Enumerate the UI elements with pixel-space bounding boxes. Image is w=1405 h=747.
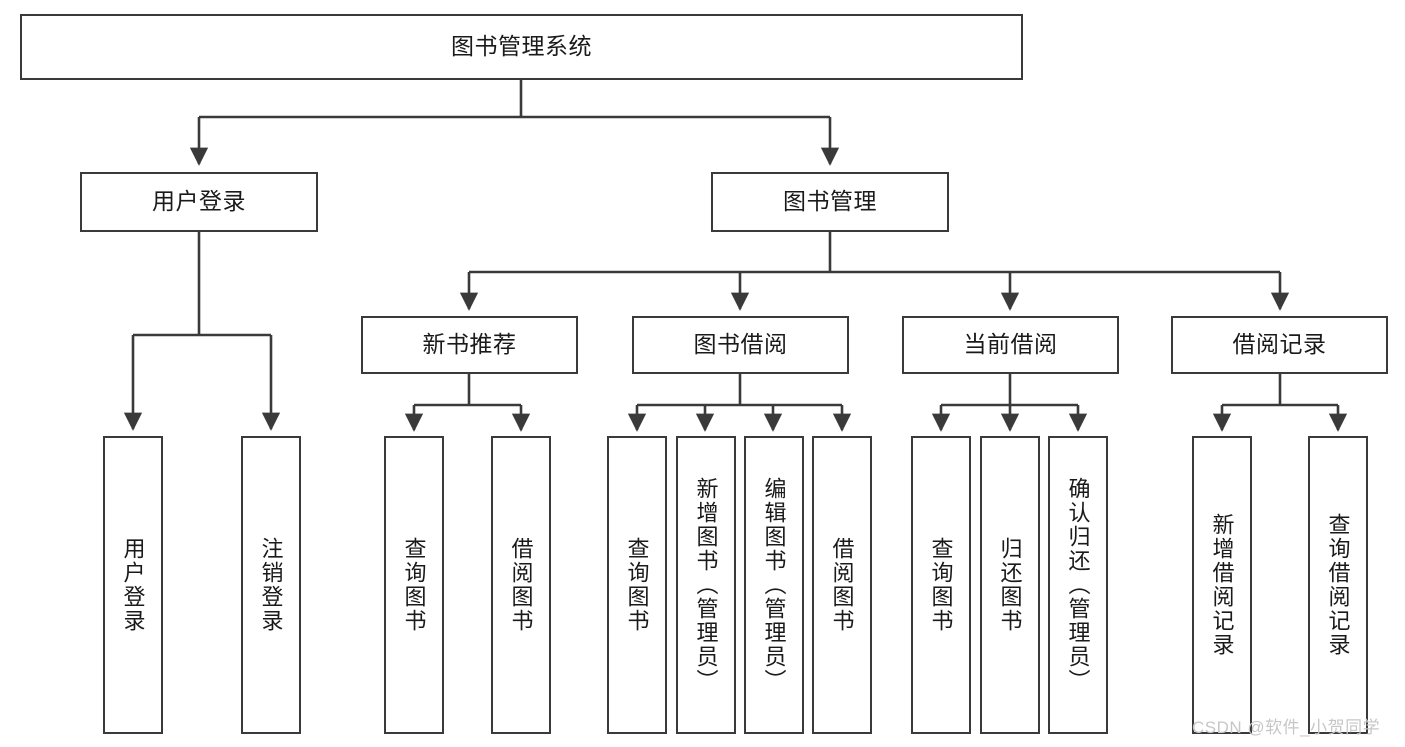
leaf-current-query-book-label: 查询图书 — [928, 537, 954, 633]
leaf-user-login-signout-label: 注销登录 — [258, 537, 284, 633]
leaf-borrow-borrow-book[interactable]: 借阅图书 — [812, 436, 872, 734]
node-book-borrow-label: 图书借阅 — [693, 331, 788, 358]
leaf-borrow-add-book[interactable]: 新增图书（管理员） — [676, 436, 736, 734]
leaf-borrow-query-book-label: 查询图书 — [624, 537, 650, 633]
leaf-borrow-edit-book[interactable]: 编辑图书（管理员） — [744, 436, 804, 734]
leaf-current-confirm-return-label: 确认归还（管理员） — [1065, 477, 1091, 693]
leaf-record-query-record-label: 查询借阅记录 — [1325, 513, 1351, 657]
node-book-management[interactable]: 图书管理 — [711, 172, 949, 232]
leaf-current-return-book-label: 归还图书 — [997, 537, 1023, 633]
leaf-user-login-signout[interactable]: 注销登录 — [241, 436, 301, 734]
leaf-record-add-record-label: 新增借阅记录 — [1209, 513, 1235, 657]
leaf-record-add-record[interactable]: 新增借阅记录 — [1192, 436, 1252, 734]
leaf-borrow-query-book[interactable]: 查询图书 — [607, 436, 667, 734]
node-user-login[interactable]: 用户登录 — [80, 172, 318, 232]
node-borrow-record-label: 借阅记录 — [1232, 331, 1327, 358]
leaf-recommend-query-book[interactable]: 查询图书 — [384, 436, 444, 734]
leaf-recommend-borrow-book-label: 借阅图书 — [508, 537, 534, 633]
leaf-borrow-edit-book-label: 编辑图书（管理员） — [761, 477, 787, 693]
leaf-recommend-borrow-book[interactable]: 借阅图书 — [491, 436, 551, 734]
node-borrow-record[interactable]: 借阅记录 — [1171, 316, 1388, 374]
node-root-label: 图书管理系统 — [451, 33, 592, 60]
leaf-user-login-signin[interactable]: 用户登录 — [103, 436, 163, 734]
leaf-record-query-record[interactable]: 查询借阅记录 — [1308, 436, 1368, 734]
node-current-borrow[interactable]: 当前借阅 — [902, 316, 1119, 374]
node-new-book-recommend-label: 新书推荐 — [422, 331, 517, 358]
leaf-borrow-borrow-book-label: 借阅图书 — [829, 537, 855, 633]
node-current-borrow-label: 当前借阅 — [963, 331, 1058, 358]
node-user-login-label: 用户登录 — [152, 188, 246, 215]
leaf-current-query-book[interactable]: 查询图书 — [911, 436, 971, 734]
node-root[interactable]: 图书管理系统 — [20, 14, 1023, 80]
node-book-borrow[interactable]: 图书借阅 — [632, 316, 849, 374]
node-book-management-label: 图书管理 — [783, 188, 877, 215]
leaf-current-confirm-return[interactable]: 确认归还（管理员） — [1048, 436, 1108, 734]
leaf-current-return-book[interactable]: 归还图书 — [980, 436, 1040, 734]
csdn-watermark: CSDN @软件_小贺同学 — [1192, 718, 1381, 737]
leaf-recommend-query-book-label: 查询图书 — [401, 537, 427, 633]
leaf-borrow-add-book-label: 新增图书（管理员） — [693, 477, 719, 693]
leaf-user-login-signin-label: 用户登录 — [120, 537, 146, 633]
node-new-book-recommend[interactable]: 新书推荐 — [361, 316, 578, 374]
